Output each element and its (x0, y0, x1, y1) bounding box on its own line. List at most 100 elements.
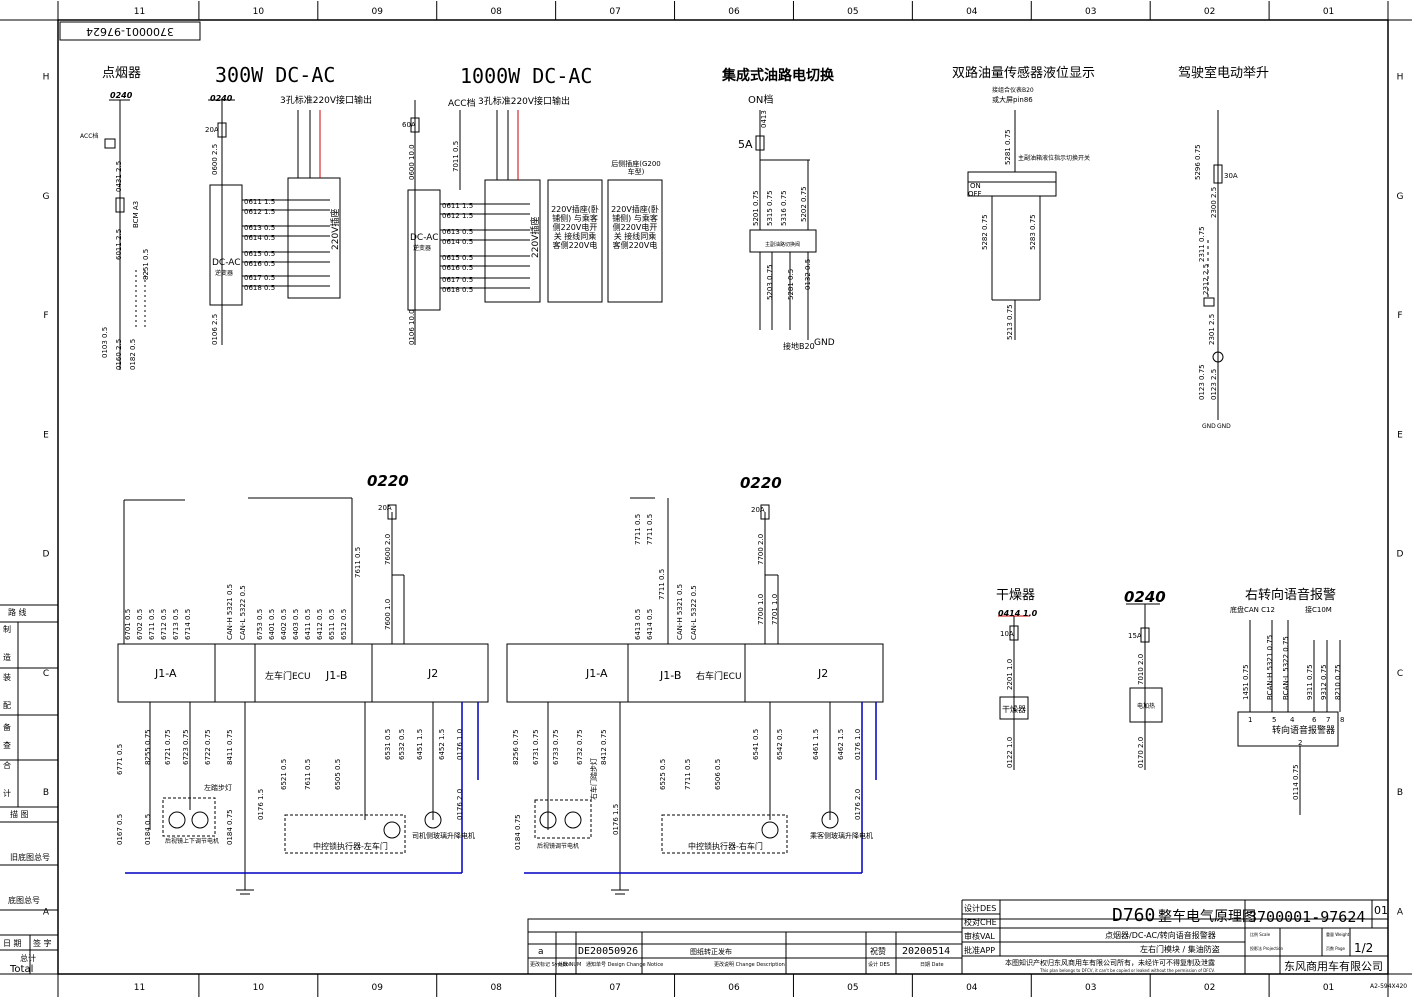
svg-text:6525 0.5: 6525 0.5 (659, 759, 667, 790)
row-zone-label: D (43, 550, 50, 560)
svg-text:6731 0.75: 6731 0.75 (532, 729, 540, 765)
side-panel-labels: 路 线 制 造 装 配 备 查 合 计 描 图 旧底图总号 底图总号 日 期 签… (3, 607, 52, 975)
svg-text:6532 0.5: 6532 0.5 (398, 729, 406, 760)
svg-text:J1-A: J1-A (585, 667, 608, 680)
svg-text:7701 1.0: 7701 1.0 (771, 594, 779, 625)
svg-text:BCAN-L 5322 0.75: BCAN-L 5322 0.75 (1282, 636, 1290, 700)
svg-text:接地B20: 接地B20 (783, 341, 815, 351)
row-zone-label: C (43, 669, 49, 679)
row-zone-label: H (1397, 73, 1404, 83)
svg-text:0220: 0220 (740, 474, 782, 492)
svg-text:签 字: 签 字 (33, 938, 52, 948)
row-zone-label: A (1397, 907, 1404, 917)
right-door-ecu-texts: 0220 20A J1-A J1-B 右车门ECU J2 7711 0.5 77… (512, 474, 873, 851)
svg-text:旧底图总号: 旧底图总号 (10, 852, 50, 862)
svg-text:0123 2.5: 0123 2.5 (1210, 369, 1218, 400)
svg-text:a: a (538, 947, 544, 957)
svg-text:9312 0.75: 9312 0.75 (1320, 664, 1328, 700)
svg-text:5315 0.75: 5315 0.75 (766, 190, 774, 226)
title-revision: 01 (1374, 904, 1388, 917)
svg-text:5283 0.75: 5283 0.75 (1029, 214, 1037, 250)
zone-label: 05 (847, 7, 858, 17)
svg-text:后视镜调节电机: 后视镜调节电机 (537, 842, 579, 850)
inverter-1000w (407, 100, 663, 345)
svg-text:0167 0.5: 0167 0.5 (116, 814, 124, 845)
svg-text:6542 0.5: 6542 0.5 (776, 729, 784, 760)
svg-text:0611 1.5: 0611 1.5 (244, 198, 275, 206)
svg-text:底图总号: 底图总号 (8, 895, 40, 905)
title-main: 整车电气原理图 (1158, 908, 1256, 925)
svg-text:0184 0.75: 0184 0.75 (514, 814, 522, 850)
row-zone-label: B (43, 788, 49, 798)
title-cigarette-lighter: 点烟器 (102, 66, 141, 81)
svg-text:8255 0.75: 8255 0.75 (144, 729, 152, 765)
svg-text:7011 0.5: 7011 0.5 (452, 141, 460, 172)
svg-text:7611 0.5: 7611 0.5 (354, 547, 362, 578)
svg-text:批准APP: 批准APP (964, 945, 995, 955)
svg-text:60A: 60A (402, 121, 416, 129)
svg-text:6512 0.5: 6512 0.5 (340, 609, 348, 640)
svg-text:6721 0.75: 6721 0.75 (164, 729, 172, 765)
zone-label: 09 (372, 7, 384, 17)
svg-text:页数 Page: 页数 Page (1326, 945, 1345, 951)
svg-text:配: 配 (3, 701, 11, 710)
svg-text:6011 2.5: 6011 2.5 (115, 229, 123, 260)
svg-text:通知单号 Design Change Notice: 通知单号 Design Change Notice (586, 961, 663, 968)
svg-text:日 期: 日 期 (3, 939, 22, 948)
svg-text:0616 0.5: 0616 0.5 (244, 260, 275, 268)
svg-text:后视镜上下调节电机: 后视镜上下调节电机 (165, 837, 219, 845)
svg-text:6411 0.5: 6411 0.5 (304, 609, 312, 640)
inverter-300w-texts: 0240 3孔标准220V接口输出 20A 0600 2.5 0106 2.5 … (205, 94, 372, 345)
svg-text:7010 2.0: 7010 2.0 (1137, 654, 1145, 685)
svg-text:0611 1.5: 0611 1.5 (442, 202, 473, 210)
svg-text:查: 查 (3, 740, 11, 750)
svg-text:2301 2.5: 2301 2.5 (1208, 314, 1216, 345)
svg-text:0103 0.5: 0103 0.5 (101, 327, 109, 358)
section-titles: 点烟器 300W DC-AC 1000W DC-AC 集成式油路电切换 双路油量… (102, 63, 1336, 603)
svg-text:6732 0.75: 6732 0.75 (576, 729, 584, 765)
svg-text:处数 NUM: 处数 NUM (558, 961, 581, 968)
svg-text:8210 0.75: 8210 0.75 (1334, 664, 1342, 700)
svg-text:0617 0.5: 0617 0.5 (442, 276, 473, 284)
svg-text:CAN-L 5322 0.5: CAN-L 5322 0.5 (690, 585, 698, 640)
svg-text:2312 2.5: 2312 2.5 (1202, 264, 1210, 295)
svg-text:造: 造 (3, 652, 11, 662)
zone-label: 11 (134, 7, 145, 17)
svg-text:0413: 0413 (760, 110, 768, 128)
svg-text:6451 1.5: 6451 1.5 (416, 729, 424, 760)
svg-text:中控锁执行器-左车门: 中控锁执行器-左车门 (313, 841, 388, 851)
zone-label: 01 (1323, 983, 1334, 993)
svg-text:2: 2 (1298, 739, 1302, 747)
svg-text:0615 0.5: 0615 0.5 (244, 250, 275, 258)
title-model: D760 (1112, 905, 1155, 926)
svg-text:0160 2.5: 0160 2.5 (115, 339, 123, 370)
svg-text:6462 1.5: 6462 1.5 (837, 729, 845, 760)
svg-text:接组合仪表B20: 接组合仪表B20 (992, 86, 1034, 94)
zone-label: 07 (609, 7, 620, 17)
svg-text:7711 0.5: 7711 0.5 (634, 514, 642, 545)
svg-text:0182 0.5: 0182 0.5 (129, 339, 137, 370)
svg-text:ON: ON (970, 182, 981, 190)
svg-text:底盘CAN C12: 底盘CAN C12 (1230, 605, 1275, 614)
svg-text:220V插座: 220V插座 (329, 209, 341, 250)
svg-text:220V插座: 220V插座 (529, 217, 541, 258)
svg-text:校对CHE: 校对CHE (964, 917, 997, 927)
svg-text:更改标记 Symbol: 更改标记 Symbol (530, 961, 570, 968)
row-zone-label: G (43, 192, 50, 202)
title-drawing-no: 3700001-97624 (1248, 908, 1365, 926)
side-panel (0, 604, 58, 974)
svg-text:DC-AC: DC-AC (212, 258, 241, 268)
svg-text:15A: 15A (1128, 632, 1142, 640)
svg-text:6771 0.5: 6771 0.5 (116, 744, 124, 775)
cab-lift-circuit (1203, 110, 1224, 420)
svg-text:制: 制 (3, 624, 11, 634)
svg-text:0176 2.0: 0176 2.0 (854, 789, 862, 820)
svg-text:7600 1.0: 7600 1.0 (384, 599, 392, 630)
zone-label: 03 (1085, 7, 1096, 17)
svg-text:0176 1.0: 0176 1.0 (456, 729, 464, 760)
lighter-texts: 0240 ACC档 0431 2.5 BCM A3 6011 2.5 8251 … (80, 91, 150, 370)
svg-text:6701 0.5: 6701 0.5 (124, 609, 132, 640)
svg-text:10A: 10A (1000, 630, 1014, 638)
svg-text:5: 5 (1272, 716, 1276, 724)
svg-text:ON档: ON档 (748, 93, 773, 106)
